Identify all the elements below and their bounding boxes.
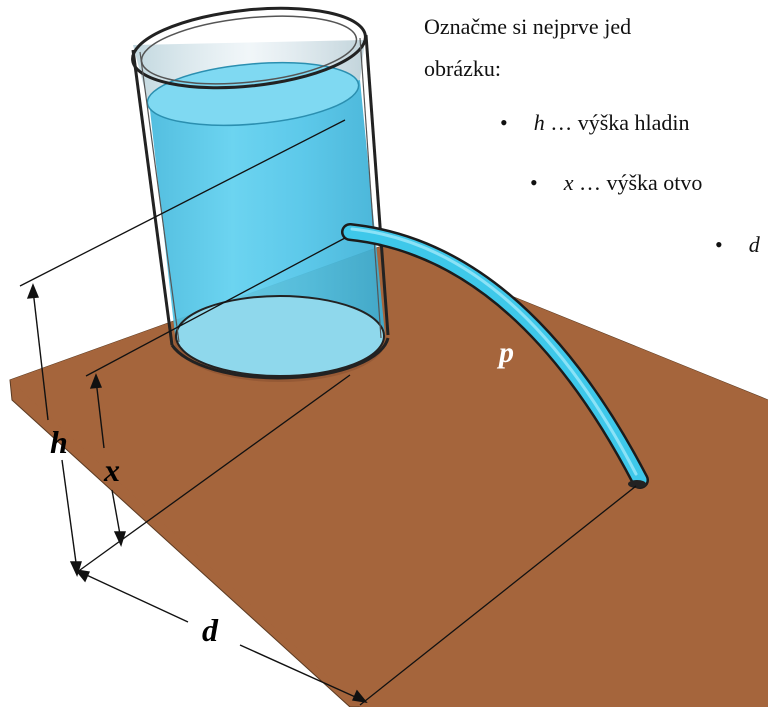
- cylinder-bottom: [175, 295, 385, 377]
- bullet-item: •d: [715, 232, 760, 258]
- bullet-symbol: x: [563, 170, 574, 195]
- bullet-dot: •: [500, 110, 508, 135]
- label-d: d: [202, 612, 218, 648]
- dimension-x: [89, 373, 126, 547]
- label-x: x: [104, 452, 120, 488]
- label-p: p: [499, 336, 514, 369]
- construction-lines: [19, 119, 637, 706]
- intro-line-2: obrázku:: [424, 56, 501, 81]
- bullet-text: … výška otvo: [573, 170, 703, 195]
- bullet-symbol: h: [533, 110, 545, 135]
- bullet-symbol: d: [748, 232, 760, 257]
- bullet-item: • h … výška hladin: [500, 110, 690, 136]
- ground-plane-face: [10, 245, 768, 707]
- bullet-item: • x … výška otvo: [530, 170, 702, 196]
- intro-paragraph: Označme si nejprve jed obrázku:: [424, 6, 768, 90]
- intro-line-1: Označme si nejprve jed: [424, 14, 632, 39]
- bullet-dot: •: [530, 170, 538, 195]
- dimension-d: [74, 569, 368, 703]
- jet-impact-point: [628, 480, 646, 488]
- bullet-text: … výška hladin: [544, 110, 690, 135]
- bullet-dot: •: [715, 232, 723, 257]
- dimension-h: [26, 283, 82, 577]
- water-body: [150, 80, 385, 372]
- label-h: h: [50, 424, 68, 460]
